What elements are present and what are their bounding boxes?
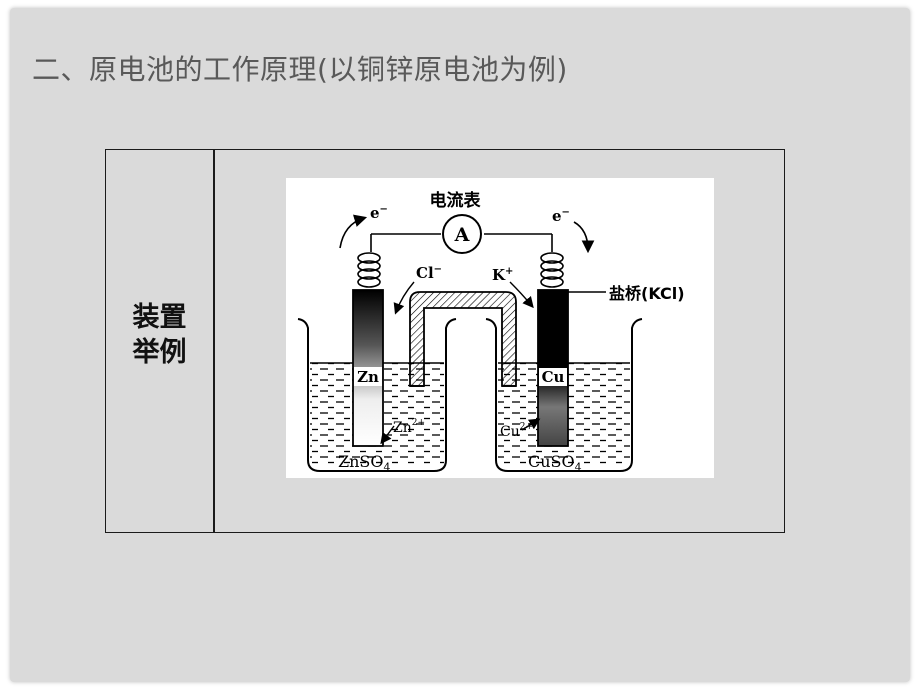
cu-ion-arrow (521, 418, 541, 431)
slide-title: 二、原电池的工作原理(以铜锌原电池为例) (32, 53, 568, 86)
cu-beaker (485, 318, 643, 472)
row-label-line1: 装置 (132, 302, 187, 333)
chloride-ion-label: Cl− (416, 264, 442, 282)
chloride-arrow (393, 281, 415, 315)
ammeter-label: 电流表 (430, 190, 482, 211)
left-coil (357, 252, 381, 288)
electron-label-right: e− (552, 207, 570, 225)
potassium-ion-label: K+ (492, 266, 513, 284)
galvanic-cell-svg: A 电流表 e− e− (297, 190, 685, 474)
ammeter: A (442, 214, 482, 254)
potassium-arrow (509, 281, 534, 309)
salt-bridge-label: 盐桥(KCl) (609, 284, 685, 303)
table-column-divider (213, 150, 215, 532)
row-label: 装置 举例 (106, 300, 213, 370)
ammeter-symbol: A (454, 224, 470, 246)
galvanic-cell-diagram: A 电流表 e− e− (286, 178, 714, 478)
cu-electrode-label: Cu (542, 368, 565, 386)
row-label-line2: 举例 (132, 337, 187, 368)
electron-flow-right-arrow (573, 221, 595, 254)
cu-solution-label: CuSO4 (528, 452, 582, 474)
zn-solution-label: ZnSO4 (338, 452, 391, 474)
zn-beaker (297, 318, 457, 472)
electron-label-left: e− (370, 204, 388, 222)
zn-ion-label: Zn2+ (393, 418, 425, 436)
zn-ion-arrow (380, 425, 395, 445)
external-wire (370, 233, 553, 252)
zn-electrode-label: Zn (357, 368, 379, 386)
electron-flow-left-arrow (339, 214, 368, 249)
right-coil (540, 252, 564, 288)
